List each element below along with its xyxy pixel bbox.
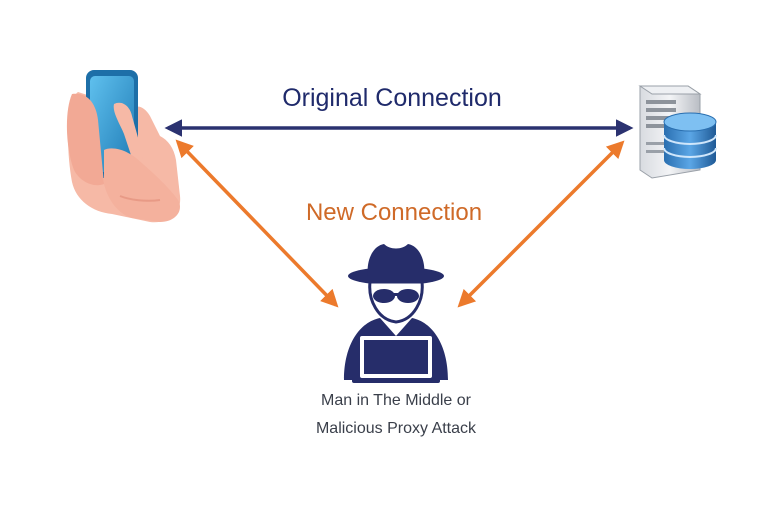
server-database-icon [638,85,717,179]
attacker-server-arrow [457,140,625,308]
original-connection-label: Original Connection [282,84,502,112]
hacker-spy-icon [344,244,448,383]
attacker-caption-line1: Man in The Middle or [321,392,472,409]
attacker-caption-line2: Malicious Proxy Attack [316,420,477,437]
client-attacker-arrow [175,139,339,308]
new-connection-label: New Connection [306,199,482,226]
smartphone-in-hand-icon [66,70,181,223]
